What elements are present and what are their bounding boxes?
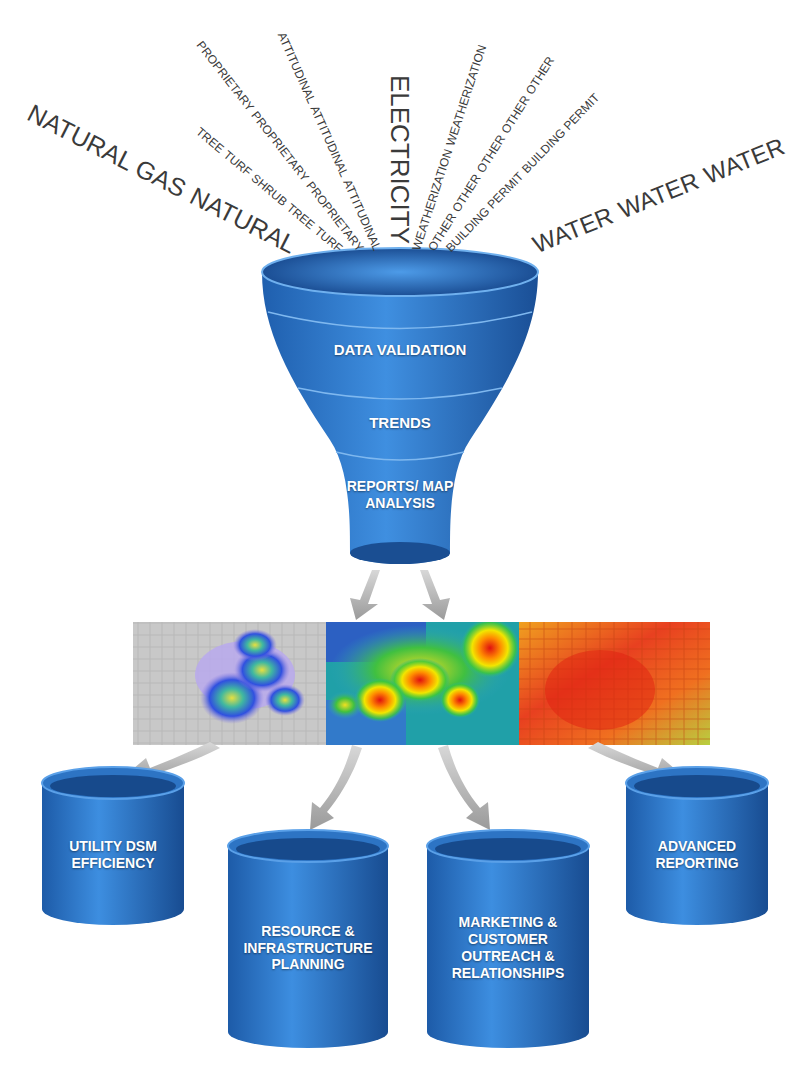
data-source-word: TURF bbox=[221, 148, 255, 179]
cylinder-shape bbox=[226, 828, 390, 1050]
cylinder-body bbox=[626, 783, 768, 925]
data-source-word: BUILDING PERMIT bbox=[519, 91, 602, 177]
funnel-band: DATA VALIDATION bbox=[272, 318, 528, 382]
cylinder-label: ADVANCED REPORTING bbox=[642, 838, 752, 872]
node-text-holder: UTILITY DSM EFFICIENCY bbox=[40, 765, 186, 872]
node-text-holder: DATA VALIDATION bbox=[272, 318, 528, 359]
flow-arrow bbox=[120, 742, 688, 830]
output-cylinder: RESOURCE & INFRASTRUCTURE PLANNING bbox=[226, 828, 390, 1050]
output-cylinder: UTILITY DSM EFFICIENCY bbox=[40, 765, 186, 927]
data-source-word: WATER bbox=[700, 132, 788, 189]
data-source-word: TREE bbox=[193, 125, 227, 156]
data-source-word: ELECTRICITY bbox=[385, 75, 415, 244]
data-source-words: WATERWATERWATER bbox=[529, 134, 787, 257]
cylinder-body bbox=[228, 846, 388, 1048]
cylinder-label: MARKETING & CUSTOMER OUTREACH & RELATION… bbox=[433, 914, 583, 981]
data-source-words: ELECTRICITY bbox=[387, 75, 413, 244]
cylinder-opening bbox=[435, 838, 581, 860]
data-source-word: WATER bbox=[528, 202, 616, 259]
cylinder-body bbox=[42, 783, 184, 925]
cylinder-label: RESOURCE & INFRASTRUCTURE PLANNING bbox=[238, 923, 378, 973]
output-cylinder: MARKETING & CUSTOMER OUTREACH & RELATION… bbox=[425, 828, 591, 1050]
cylinder-top bbox=[626, 767, 768, 799]
cylinder-label: UTILITY DSM EFFICIENCY bbox=[58, 838, 168, 872]
node-text-holder: ADVANCED REPORTING bbox=[624, 765, 770, 872]
node-text-holder: REPORTS/ MAP ANALYSIS bbox=[340, 460, 460, 512]
flow-arrow bbox=[350, 570, 450, 620]
output-cylinder: ADVANCED REPORTING bbox=[624, 765, 770, 927]
data-source-word: SHRUB bbox=[248, 171, 289, 209]
data-source-word: OTHER bbox=[523, 54, 557, 97]
data-source-word: BUILDING PERMIT bbox=[443, 169, 526, 255]
funnel bbox=[262, 248, 538, 564]
data-source-word: PROPRIETARY bbox=[193, 38, 256, 114]
funnel-band: TRENDS bbox=[310, 398, 490, 448]
cylinder-top bbox=[427, 830, 589, 862]
band-label: TRENDS bbox=[310, 414, 490, 432]
data-source-word: OTHER bbox=[499, 93, 533, 136]
funnel-band: REPORTS/ MAP ANALYSIS bbox=[340, 460, 460, 530]
data-source-word: WEATHERIZATION bbox=[443, 43, 489, 148]
cylinder-body bbox=[427, 846, 589, 1048]
heat-map-strip bbox=[133, 618, 710, 745]
data-source-word: ATTITUDINAL bbox=[275, 30, 319, 106]
data-source-word: NATURAL GAS bbox=[23, 98, 190, 202]
data-source-word: OTHER bbox=[474, 132, 508, 175]
cylinder-top bbox=[42, 767, 184, 799]
node-text-holder: MARKETING & CUSTOMER OUTREACH & RELATION… bbox=[425, 828, 591, 982]
node-text-holder: RESOURCE & INFRASTRUCTURE PLANNING bbox=[226, 828, 390, 973]
data-source-word: ATTITUDINAL bbox=[307, 104, 351, 180]
node-text-holder: TRENDS bbox=[310, 398, 490, 432]
band-label: REPORTS/ MAP ANALYSIS bbox=[340, 478, 460, 512]
band-label: DATA VALIDATION bbox=[272, 341, 528, 359]
cylinder-top bbox=[228, 830, 388, 862]
cylinder-opening bbox=[236, 838, 380, 860]
data-source-word: WATER bbox=[614, 167, 702, 224]
cylinder-opening bbox=[634, 775, 760, 797]
cylinder-opening bbox=[50, 775, 176, 797]
